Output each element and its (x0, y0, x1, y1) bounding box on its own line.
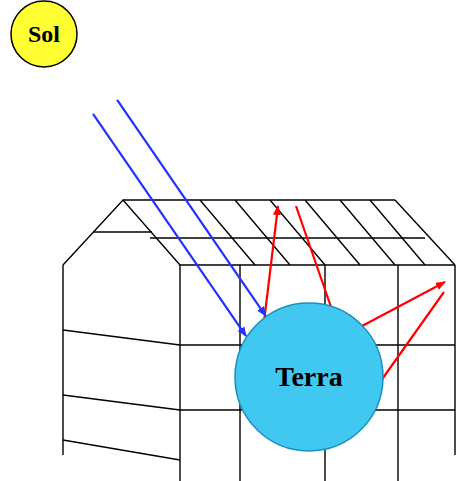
sun-circle: Sol (10, 0, 78, 68)
wall-bar (63, 330, 180, 345)
wall-edge (62, 265, 63, 455)
roof-ridge (123, 199, 395, 200)
node-label: Terra (275, 361, 342, 393)
sunlight-ray (117, 100, 266, 316)
roof-bar (235, 200, 290, 265)
wall-bar (397, 265, 398, 481)
gable-end (63, 200, 180, 265)
roof-bar (150, 237, 425, 238)
roof-bar (340, 200, 395, 265)
earth-circle: Terra (234, 302, 384, 452)
wall-bar (63, 395, 180, 410)
roof-bar (370, 200, 425, 265)
sunlight-ray (93, 114, 246, 336)
wall-edge (454, 265, 455, 455)
wall-bar (63, 440, 180, 460)
reflected-ray (264, 206, 278, 322)
gable-bar (93, 231, 152, 232)
wall-edge (179, 265, 180, 481)
node-label: Sol (28, 21, 60, 48)
roof-edge (395, 200, 455, 265)
